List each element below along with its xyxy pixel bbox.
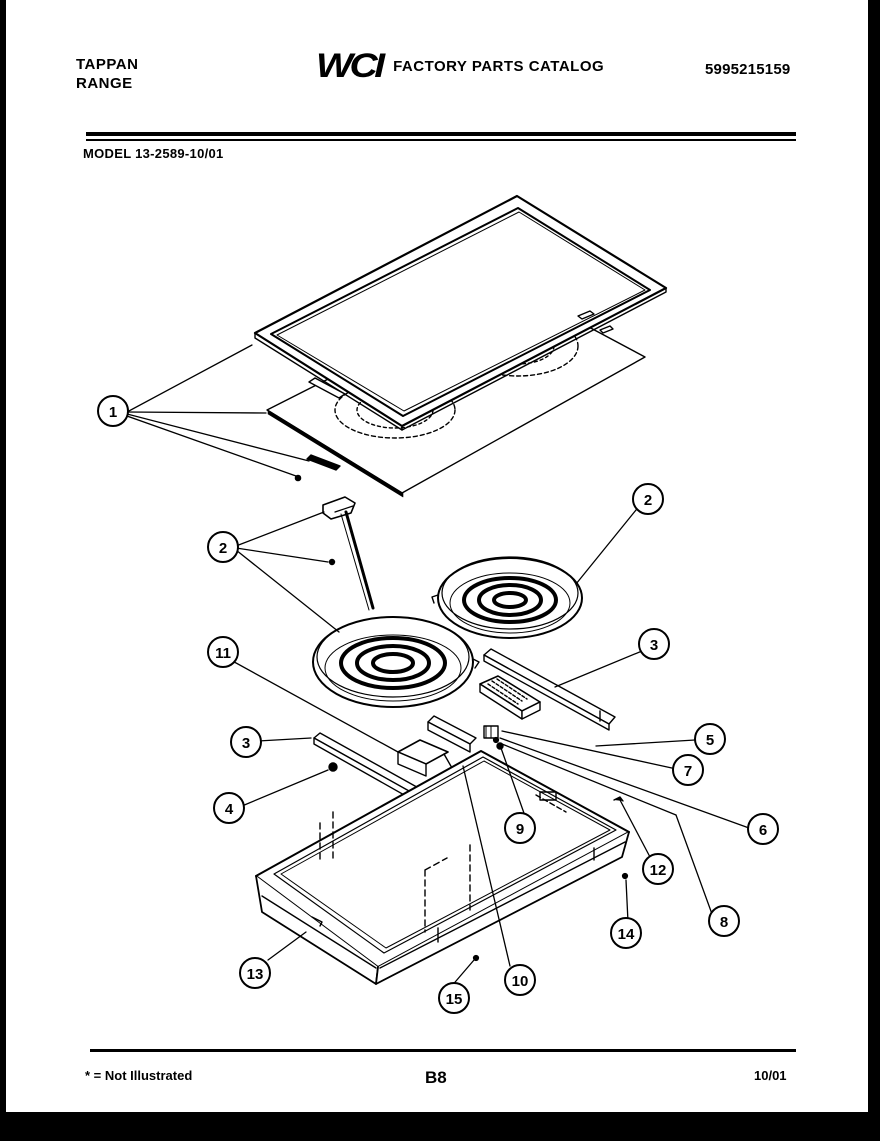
callout-6: 6 [747,813,779,845]
svg-text:7: 7 [684,763,692,780]
trim-strip [294,454,341,482]
callout-3-left: 3 [230,726,262,758]
svg-text:10: 10 [512,973,529,990]
svg-text:3: 3 [650,637,658,654]
callout-8: 8 [708,905,740,937]
callout-5: 5 [694,723,726,755]
svg-text:2: 2 [644,492,652,509]
screw-4 [328,762,338,772]
catalog-header: WCI FACTORY PARTS CATALOG [316,47,604,86]
callout-12: 12 [642,853,674,885]
header-rule-thick [86,132,796,136]
callout-14: 14 [610,917,642,949]
left-surface-element [312,616,480,708]
header-rule-thin [86,139,796,141]
svg-text:8: 8 [720,914,728,931]
callouts: 1 2 2 3 3 4 5 6 7 8 9 10 11 12 13 14 15 [97,395,779,1014]
catalog-title: FACTORY PARTS CATALOG [393,58,605,75]
svg-text:15: 15 [446,991,463,1008]
callout-4: 4 [213,792,245,824]
callout-10: 10 [504,964,536,996]
callout-7: 7 [672,754,704,786]
footnote: * = Not Illustrated [85,1068,193,1083]
right-surface-element [431,556,583,639]
svg-text:4: 4 [225,801,234,818]
svg-text:2: 2 [219,540,227,557]
terminal-bracket [427,715,504,753]
callout-15: 15 [438,982,470,1014]
model-number: MODEL 13-2589-10/01 [83,146,224,161]
callout-2-right: 2 [632,483,664,515]
callout-2-left: 2 [207,531,239,563]
footer-date: 10/01 [754,1068,787,1083]
catalog-number: 5995215159 [705,61,791,78]
svg-text:1: 1 [109,404,117,421]
leader-lines [126,344,750,989]
wci-logo: WCI [316,47,385,85]
callout-1: 1 [97,395,129,427]
brand-label: TAPPAN RANGE [76,55,138,93]
svg-text:12: 12 [650,862,667,879]
callout-9: 9 [504,812,536,844]
burner-box [255,750,630,985]
cooktop-frame [253,194,668,431]
svg-text:11: 11 [215,645,231,662]
svg-text:5: 5 [706,732,714,749]
svg-text:13: 13 [247,966,264,983]
element-switch [322,496,375,611]
brand-line-1: TAPPAN [76,56,139,73]
callout-13: 13 [239,957,271,989]
callout-3-right: 3 [638,628,670,660]
svg-text:6: 6 [759,822,767,839]
hardware-parts [472,796,629,962]
svg-text:9: 9 [516,821,524,838]
brand-line-2: RANGE [76,75,133,92]
terminal-block [479,675,541,720]
page-code: B8 [425,1068,447,1087]
svg-text:14: 14 [618,926,635,943]
callout-11: 11 [207,636,239,668]
right-support-bracket [483,648,616,731]
svg-text:3: 3 [242,735,250,752]
footer-rule [90,1049,796,1052]
